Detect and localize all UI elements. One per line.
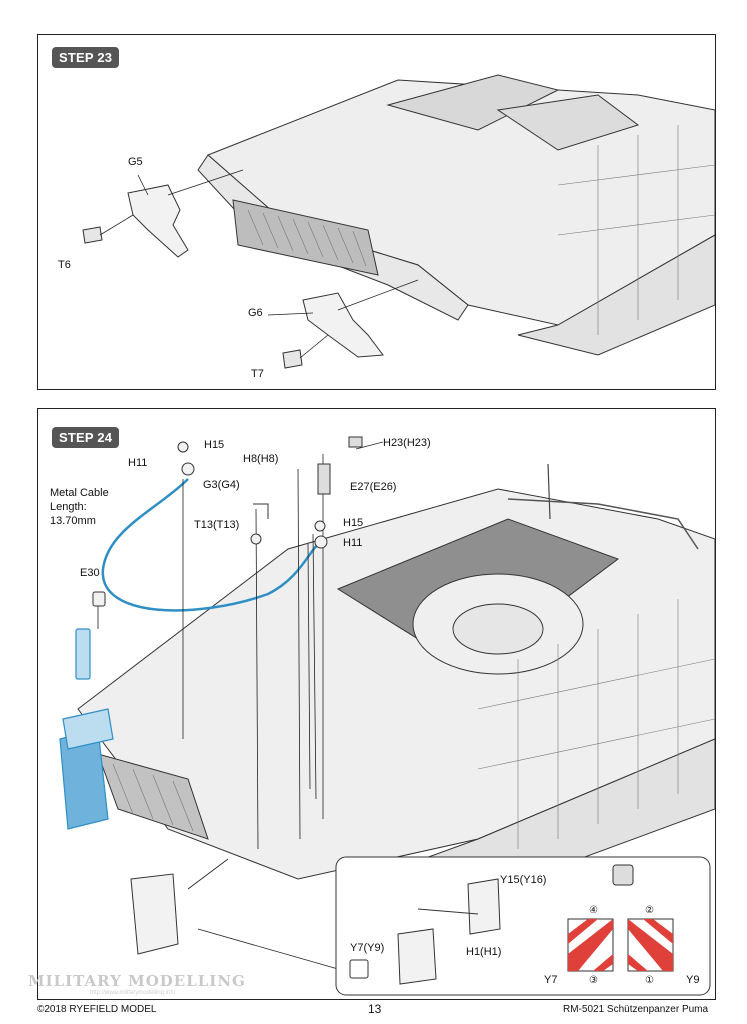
label-g3: G3(G4) (203, 479, 240, 491)
label-h11-top: H11 (128, 457, 148, 469)
metal-cable (101, 478, 319, 612)
label-g6: G6 (248, 307, 263, 319)
label-circle-4: ④ (589, 905, 598, 916)
turret-railing (507, 498, 699, 550)
turret-ring-inner (452, 603, 544, 655)
label-h1: H1(H1) (466, 946, 502, 958)
decal-y7 (567, 918, 614, 972)
label-g5: G5 (128, 156, 143, 168)
step-24-drawing (59, 436, 715, 996)
turret-base (496, 94, 640, 151)
label-circle-2: ② (645, 905, 654, 916)
antenna (547, 463, 551, 520)
roof-hatch-block (386, 74, 560, 131)
part-e27 (317, 463, 331, 495)
label-cable-line1: Metal Cable (50, 487, 109, 499)
inset-part-flap (397, 928, 437, 985)
step-24-badge: STEP 24 (52, 427, 120, 448)
part-t6 (82, 226, 103, 244)
part-t13 (250, 533, 262, 545)
part-h11-top-eye (181, 462, 195, 476)
decal-y9 (627, 918, 674, 972)
label-h8: H8(H8) (243, 453, 279, 465)
part-h11-mid (314, 535, 328, 549)
step-23-panel: STEP 23 G5 T6 G6 T7 (37, 34, 716, 390)
label-y7y9: Y7(Y9) (350, 942, 385, 954)
part-g3 (253, 503, 269, 519)
inset-view-icon (349, 959, 369, 979)
label-circle-1: ① (645, 975, 654, 986)
label-h11-mid: H11 (343, 537, 363, 549)
label-h15-mid: H15 (343, 517, 364, 529)
engine-grille (232, 199, 379, 276)
step-24-panel: STEP 24 H15 H11 H8(H8) H23(H23) G3(G4) E… (37, 408, 716, 1000)
step-23-badge: STEP 23 (52, 47, 120, 68)
label-t13: T13(T13) (194, 519, 240, 531)
label-t7: T7 (251, 368, 264, 380)
footer-copyright: ©2018 RYEFIELD MODEL (37, 1004, 157, 1015)
step-23-drawing (82, 74, 715, 369)
footer-model: RM-5021 Schützenpanzer Puma (563, 1004, 709, 1015)
inset-part-y15 (467, 878, 501, 935)
label-h15-top: H15 (204, 439, 225, 451)
part-highlight-mount (62, 708, 114, 750)
label-e27: E27(E26) (350, 481, 397, 493)
watermark-text: MILITARY MODELLING (28, 972, 246, 990)
label-y9: Y9 (686, 974, 700, 986)
label-y7: Y7 (544, 974, 558, 986)
inset-eye-icon (612, 864, 634, 886)
label-y15: Y15(Y16) (500, 874, 547, 886)
part-g6 (302, 292, 384, 358)
label-t6: T6 (58, 259, 71, 271)
part-h15-top (177, 441, 189, 453)
label-h23: H23(H23) (383, 437, 431, 449)
part-h15-mid (314, 520, 326, 532)
engine-grille (97, 753, 209, 840)
part-g5 (127, 184, 189, 258)
part-highlight-bracket (75, 628, 91, 680)
label-e30: E30 (80, 567, 100, 579)
part-e30 (92, 591, 106, 607)
part-t7 (282, 349, 303, 369)
part-h23 (348, 436, 363, 448)
label-cable-line3: 13.70mm (50, 515, 96, 527)
part-mudflap-loose (130, 873, 179, 955)
label-cable-line2: Length: (50, 501, 87, 513)
watermark-url: http://www.militarymodelling.info (90, 990, 176, 996)
label-circle-3: ③ (589, 975, 598, 986)
hull-side (517, 234, 715, 356)
footer-page-number: 13 (368, 1002, 382, 1016)
